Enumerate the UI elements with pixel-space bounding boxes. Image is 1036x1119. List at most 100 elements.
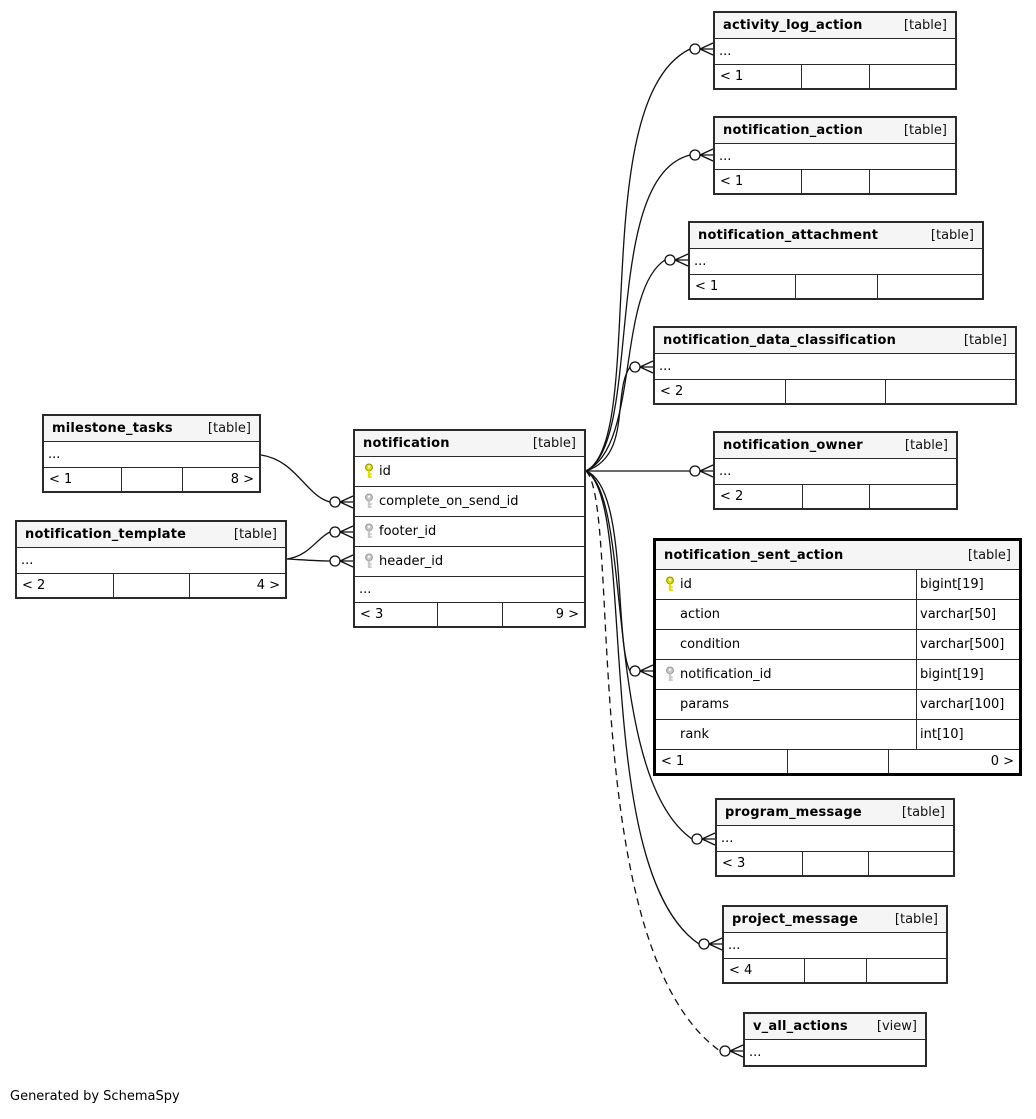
footer-middle-cell (121, 468, 181, 491)
crow-foot-marker (699, 148, 714, 162)
incoming-degree: < 3 (360, 607, 384, 622)
relationship-notification-to-notification_owner (586, 464, 714, 478)
crow-foot-marker (339, 495, 354, 509)
relationship-notification-to-program_message (585, 470, 716, 846)
column-name: footer_id (379, 524, 437, 539)
table-name[interactable]: notification_action (723, 123, 863, 138)
footer-middle-cell (795, 275, 877, 298)
zero-or-more-circle (629, 361, 641, 373)
collapsed-columns-row: ... (17, 547, 285, 573)
table-header: notification_attachment [table] (690, 223, 982, 248)
incoming-degree: < 3 (722, 856, 746, 871)
table-name[interactable]: notification_sent_action (664, 547, 844, 563)
column-name: params (680, 697, 729, 712)
table-kind-badge: [table] (207, 421, 251, 436)
foreign-key-icon (365, 493, 373, 508)
outgoing-degree (876, 275, 982, 298)
table-name[interactable]: notification_attachment (698, 228, 879, 243)
zero-or-more-circle (689, 465, 701, 477)
table-activity_log_action[interactable]: activity_log_action[table]...< 1 (713, 11, 957, 90)
table-program_message[interactable]: program_message[table]... < 3 (715, 798, 955, 877)
collapsed-columns-row: ... (724, 932, 946, 958)
cardinality-footer: < 2 (715, 484, 956, 508)
column-datatype: varchar[100] (916, 690, 1019, 719)
column-name: header_id (379, 554, 444, 569)
relationship-notification-to-notification_data_classification (585, 360, 654, 472)
table-notification_attachment[interactable]: notification_attachment[table]...< 1 (688, 221, 984, 300)
table-name[interactable]: notification_owner (723, 438, 863, 453)
table-kind-badge: [table] (233, 527, 277, 542)
relationship-milestone_tasks-to-notification.complete_on_send_id (260, 454, 354, 509)
crow-foot-marker (339, 554, 354, 568)
zero-or-more-circle (691, 833, 703, 845)
table-kind-badge: [table] (904, 438, 948, 453)
table-name[interactable]: program_message (725, 805, 862, 820)
table-name[interactable]: activity_log_action (723, 18, 863, 33)
generated-by-note: Generated by SchemaSpy (10, 1089, 180, 1104)
column-datatype: int[10] (916, 720, 1019, 749)
zero-or-more-circle (629, 665, 641, 677)
collapsed-columns-row: ... (717, 825, 953, 851)
table-notification_action[interactable]: notification_action[table]...< 1 (713, 116, 957, 195)
footer-middle-cell (784, 380, 886, 403)
cardinality-footer: < 1 (690, 274, 982, 298)
table-name[interactable]: milestone_tasks (52, 421, 173, 436)
footer-middle-cell (801, 170, 868, 193)
table-kind-badge: [table] (930, 228, 974, 243)
relationship-line (585, 259, 666, 472)
incoming-degree: < 4 (729, 963, 753, 978)
relationship-line (286, 558, 331, 562)
outgoing-degree (868, 65, 955, 88)
table-header: notification_action [table] (715, 118, 955, 143)
outgoing-degree (868, 170, 955, 193)
table-notification_sent_action[interactable]: notification_sent_action [table] id bigint[… (653, 538, 1022, 776)
table-notification_owner[interactable]: notification_owner [table]...< 2 (713, 431, 958, 510)
relationship-notification-to-project_message (585, 470, 723, 951)
table-header: program_message[table] (717, 800, 953, 825)
column-datatype: bigint[19] (916, 570, 1019, 599)
table-name[interactable]: notification_template (25, 527, 187, 542)
table-kind-badge: [table] (967, 547, 1011, 563)
table-v_all_actions[interactable]: v_all_actions[view]... (743, 1012, 927, 1067)
table-header: v_all_actions[view] (745, 1014, 925, 1039)
primary-key-icon (365, 463, 373, 478)
column-row-id: id (355, 456, 584, 486)
table-header: notification_sent_action [table] (656, 541, 1019, 569)
outgoing-degree: 9 > (501, 603, 584, 626)
column-name: id (680, 577, 692, 592)
crow-foot-marker (699, 464, 714, 478)
relationship-line (585, 470, 693, 840)
relationship-notification-to-v_all_actions (585, 470, 744, 1058)
table-project_message[interactable]: project_message[table]... < 4 (722, 905, 948, 984)
relationship-notification-to-notification_sent_action (585, 470, 654, 678)
column-row-complete_on_send_id: complete_on_send_id (355, 486, 584, 516)
table-name[interactable]: project_message (732, 912, 859, 927)
cardinality-footer: < 1 (715, 169, 955, 193)
cardinality-footer: < 3 9 > (355, 602, 584, 626)
table-name[interactable]: v_all_actions (753, 1019, 848, 1034)
table-header: notification[table] (355, 431, 584, 456)
table-notification_data_classification[interactable]: notification_data_classification[table].… (653, 326, 1017, 405)
table-header: project_message[table] (724, 907, 946, 932)
outgoing-degree (868, 852, 953, 875)
relationship-line (585, 48, 691, 472)
table-name[interactable]: notification_data_classification (663, 333, 897, 348)
zero-or-more-circle (329, 526, 341, 538)
collapsed-columns-row: ... (715, 458, 956, 484)
table-name[interactable]: notification (363, 436, 450, 451)
outgoing-degree: 4 > (188, 574, 286, 597)
zero-or-more-circle (329, 555, 341, 567)
table-kind-badge: [table] (903, 123, 947, 138)
crow-foot-marker (708, 937, 723, 951)
relationship-line (286, 531, 331, 560)
outgoing-degree (885, 380, 1015, 403)
outgoing-degree (869, 485, 956, 508)
